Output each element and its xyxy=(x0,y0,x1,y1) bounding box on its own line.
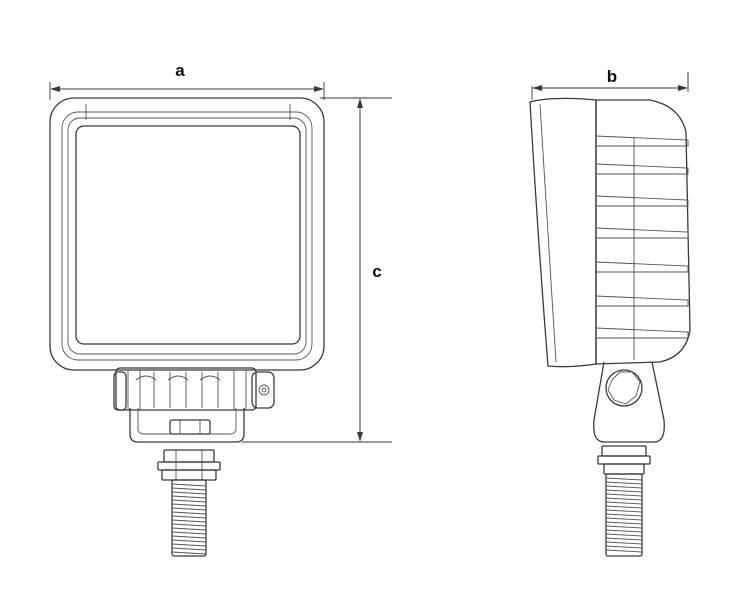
front-view xyxy=(49,97,325,557)
heatsink-fin xyxy=(595,135,689,147)
side-stud xyxy=(597,445,651,557)
side-heatsink xyxy=(595,99,691,365)
dimension-label-c: c xyxy=(372,262,381,281)
heatsink-fin xyxy=(595,227,689,239)
heatsink-fins xyxy=(595,135,689,339)
dimension-a: a xyxy=(49,61,325,100)
front-bezel xyxy=(67,117,307,355)
side-view xyxy=(529,97,691,557)
dimension-c: c xyxy=(242,97,392,443)
front-lens xyxy=(75,125,301,345)
front-stud xyxy=(157,449,221,557)
dimension-b: b xyxy=(531,67,689,100)
heatsink-fin xyxy=(595,261,689,273)
front-housing-inner xyxy=(61,111,313,361)
pivot-bolt xyxy=(605,369,643,407)
front-bracket xyxy=(113,367,275,443)
heatsink-fin xyxy=(595,163,689,175)
side-mount xyxy=(593,361,665,443)
side-lens-face xyxy=(529,97,597,368)
heatsink-fin xyxy=(595,195,689,207)
front-housing-outer xyxy=(49,97,325,371)
heatsink-fin xyxy=(595,295,689,307)
dimension-label-b: b xyxy=(607,67,617,86)
heatsink-fin xyxy=(595,327,689,339)
dimension-label-a: a xyxy=(175,61,185,80)
